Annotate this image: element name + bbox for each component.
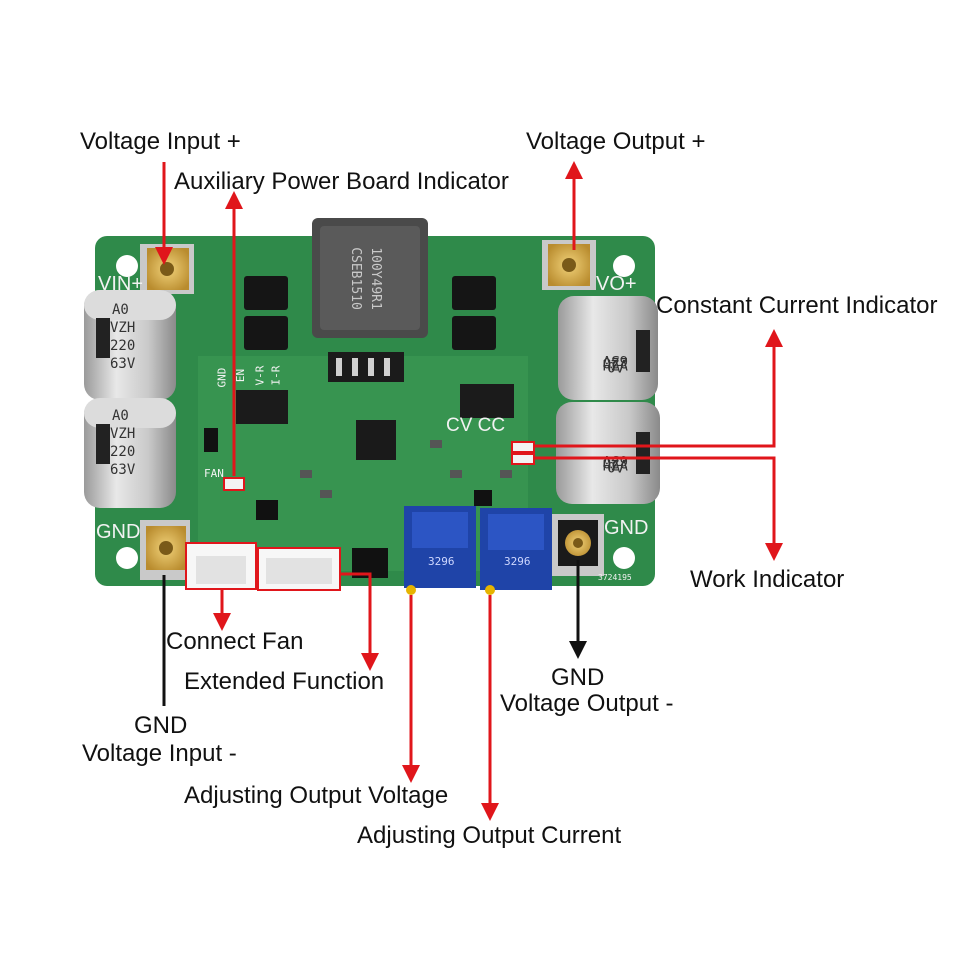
label-connect-fan: Connect Fan xyxy=(166,628,304,655)
svg-text:63V: 63V xyxy=(602,452,628,468)
silk-inductor-line1: CSEB1510 xyxy=(347,247,363,310)
pin-header-left xyxy=(236,384,514,424)
label-voltage-output-plus: Voltage Output + xyxy=(526,128,706,155)
arrow-constant-current-indicator xyxy=(534,329,783,448)
silk-header-vr: V-R xyxy=(253,365,267,386)
mount-hole xyxy=(613,547,635,569)
label-adjusting-output-voltage: Adjusting Output Voltage xyxy=(184,782,449,809)
silk-vin-plus: VIN+ xyxy=(98,273,144,295)
arrow-work-indicator xyxy=(534,456,783,561)
svg-text:VZH: VZH xyxy=(110,320,135,336)
silk-header-ir: I-R xyxy=(269,365,283,386)
silk-vo-plus: VO+ xyxy=(596,273,637,295)
controller-ic xyxy=(356,420,396,460)
voltage-potentiometer xyxy=(404,506,476,588)
label-constant-current-indicator: Constant Current Indicator xyxy=(656,292,938,319)
label-extended-function: Extended Function xyxy=(184,668,385,695)
mosfet xyxy=(452,316,496,350)
inductor xyxy=(312,218,428,338)
label-gnd-input: GND xyxy=(134,712,188,739)
pin-header-top xyxy=(328,352,404,382)
label-voltage-output-minus: Voltage Output - xyxy=(500,690,674,717)
svg-text:VZH: VZH xyxy=(603,356,628,372)
label-voltage-input-plus: Voltage Input + xyxy=(80,128,241,155)
silk-pot-voltage: 3296 xyxy=(428,555,455,568)
silk-cv-cc: CV CC xyxy=(446,415,506,436)
terminal-vo-plus xyxy=(542,240,596,290)
silk-fan: FAN xyxy=(204,467,224,480)
svg-text:220: 220 xyxy=(110,444,135,460)
svg-text:63V: 63V xyxy=(110,462,136,478)
svg-text:A0: A0 xyxy=(112,408,129,424)
silk-serial: 3724195 xyxy=(598,573,632,582)
svg-text:63V: 63V xyxy=(110,356,136,372)
label-gnd-output: GND xyxy=(551,664,605,691)
label-adjusting-output-current: Adjusting Output Current xyxy=(357,822,622,849)
label-voltage-input-minus: Voltage Input - xyxy=(82,740,237,767)
terminal-gnd-left xyxy=(140,520,190,580)
silk-header-gnd: GND xyxy=(215,367,229,388)
terminal-gnd-right xyxy=(552,514,604,576)
terminal-vin-plus xyxy=(140,244,194,294)
capacitor-left-bottom: A0 VZH 220 63V xyxy=(84,398,176,508)
svg-text:220: 220 xyxy=(603,354,628,370)
silk-inductor-line2: 100Y49R1 xyxy=(367,247,383,310)
mosfet xyxy=(244,276,288,310)
cc-led xyxy=(511,441,535,453)
svg-text:A0: A0 xyxy=(607,458,624,474)
silk-header-en: EN xyxy=(234,368,248,383)
svg-text:A0: A0 xyxy=(112,302,129,318)
extended-connector xyxy=(257,547,341,591)
svg-text:VZH: VZH xyxy=(603,456,628,472)
label-aux-power-indicator: Auxiliary Power Board Indicator xyxy=(174,168,509,195)
aux-power-led xyxy=(223,477,245,491)
work-led xyxy=(511,453,535,465)
mosfet xyxy=(452,276,496,310)
mount-hole xyxy=(116,255,138,277)
label-work-indicator: Work Indicator xyxy=(690,566,845,593)
current-potentiometer xyxy=(480,508,552,590)
svg-text:A0: A0 xyxy=(607,358,624,374)
mosfet xyxy=(244,316,288,350)
mount-hole xyxy=(116,547,138,569)
svg-text:63V: 63V xyxy=(602,352,628,368)
fan-connector xyxy=(185,542,257,590)
capacitor-right-top: 63V 220 VZH A0 xyxy=(558,296,658,400)
svg-text:220: 220 xyxy=(110,338,135,354)
silk-gnd-left: GND xyxy=(96,521,141,543)
capacitor-right-bottom: 63V 220 VZH A0 xyxy=(556,402,660,504)
capacitor-left-top: A0 VZH 220 63V xyxy=(84,290,176,400)
mount-hole xyxy=(613,255,635,277)
silk-gnd-right: GND xyxy=(604,517,649,539)
svg-text:VZH: VZH xyxy=(110,426,135,442)
arrow-extended-function xyxy=(340,572,379,671)
silk-pot-current: 3296 xyxy=(504,555,531,568)
